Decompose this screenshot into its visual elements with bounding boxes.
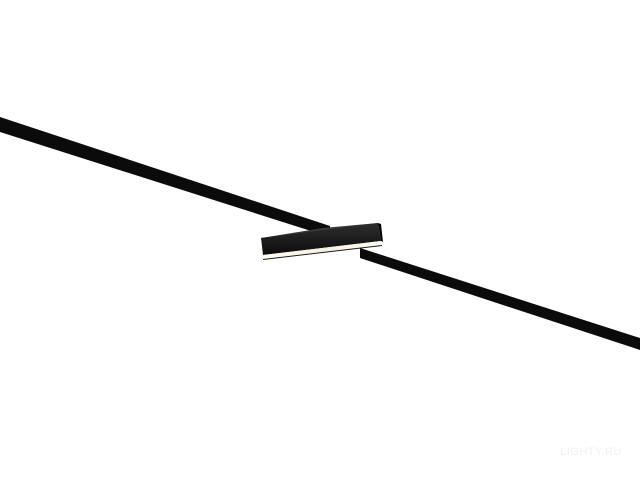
fixture-end-cap [378, 223, 383, 242]
fixture-body [261, 223, 381, 255]
linear-light-fixture [261, 223, 383, 260]
fixture-diffuser [263, 241, 382, 259]
watermark-text: LIGHTY.RU [560, 446, 622, 458]
track-rail-left [0, 117, 330, 237]
track-rail-right [360, 248, 640, 350]
fixture-bottom-edge [263, 245, 382, 260]
